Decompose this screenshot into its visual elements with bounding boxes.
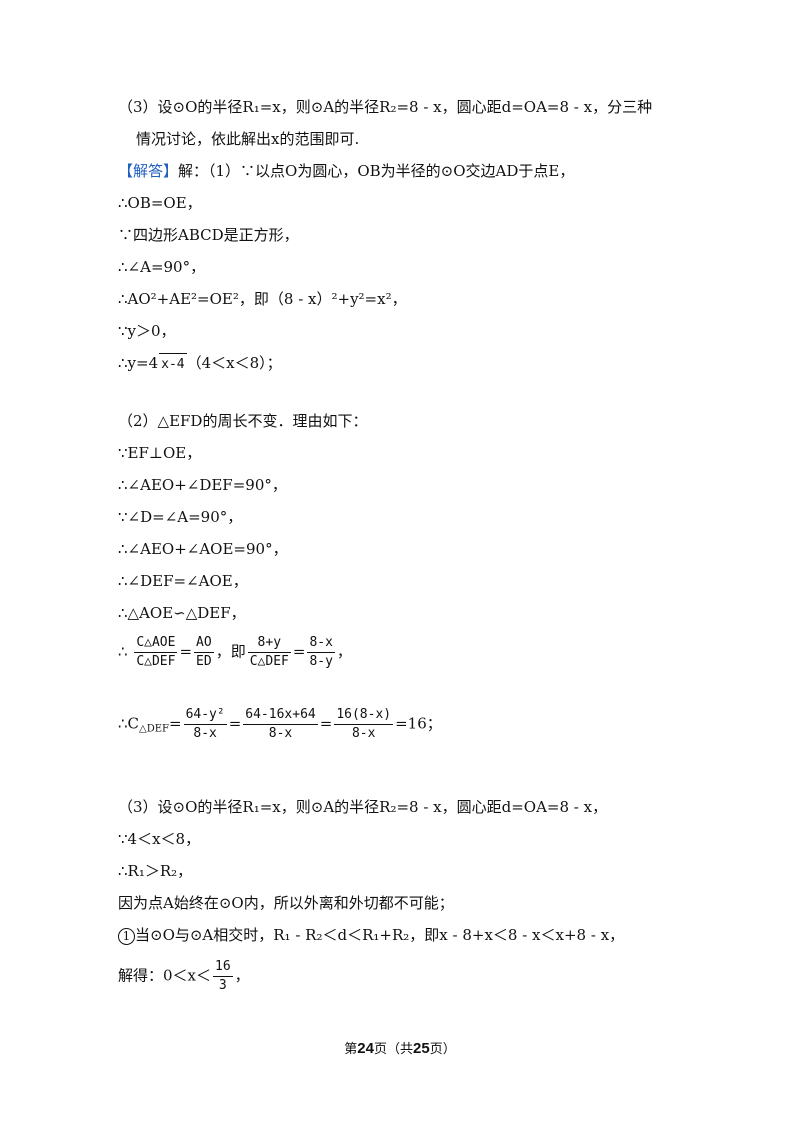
part2-line-2: ∵EF⊥OE， — [118, 444, 202, 462]
answer-line-1: 【解答】解：（1）∵以点O为圆心，OB为半径的⊙O交边AD于点E， — [118, 160, 574, 182]
hint-line-2: 情况讨论，依此解出x的范围即可. — [136, 130, 360, 148]
part2-line-5: ∴∠AEO+∠AOE=90°， — [118, 540, 288, 558]
part2-line-7: ∴△AOE∽△DEF， — [118, 604, 246, 622]
part2-line-1: （2）△EFD的周长不变．理由如下： — [118, 412, 368, 430]
answer-line-2: ∴OB=OE， — [118, 194, 202, 212]
circled-number-1: 1 — [118, 928, 135, 945]
page-number: 24 — [357, 1040, 374, 1057]
answer-line-6: ∵y＞0， — [118, 322, 176, 340]
answer-text-1: 解：（1）∵以点O为圆心，OB为半径的⊙O交边AD于点E， — [178, 162, 575, 180]
answer-line-3: ∵四边形ABCD是正方形， — [118, 226, 299, 244]
part3-line-2: ∵4＜x＜8， — [118, 830, 201, 848]
answer-text-7c: （4＜x＜8）； — [186, 354, 282, 372]
hint-line-1: （3）设⊙O的半径R₁=x，则⊙A的半径R₂=8 - x，圆心距d=OA=8 -… — [118, 98, 653, 116]
part3-line-4: 因为点A始终在⊙O内，所以外离和外切都不可能； — [118, 894, 454, 912]
answer-label: 【解答】 — [118, 162, 179, 180]
answer-line-4: ∴∠A=90°， — [118, 258, 206, 276]
part2-line-6: ∴∠DEF=∠AOE， — [118, 572, 248, 590]
page-footer: 第24页（共25页） — [344, 1040, 456, 1057]
answer-text-7a: ∴y=4 — [118, 354, 159, 372]
therefore-symbol: ∴ — [118, 642, 128, 661]
part3-line-3: ∴R₁＞R₂， — [118, 862, 193, 880]
answer-line-5: ∴AO²+AE²=OE²，即（8 - x）²+y²=x²， — [118, 290, 407, 308]
part2-line-3: ∴∠AEO+∠DEF=90°， — [118, 476, 287, 494]
part2-line-4: ∵∠D=∠A=90°， — [118, 508, 243, 526]
sqrt-expression: x-4 — [159, 353, 187, 376]
part3-line-1: （3）设⊙O的半径R₁=x，则⊙A的半径R₂=8 - x，圆心距d=OA=8 -… — [118, 798, 608, 816]
total-pages: 25 — [413, 1040, 430, 1057]
fraction-g3: 16(8-x)8-x — [334, 707, 394, 741]
